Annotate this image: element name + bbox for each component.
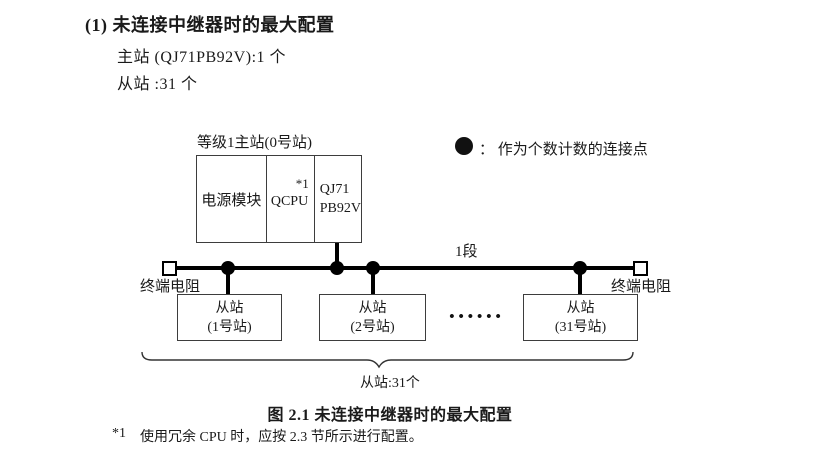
power-module-label: 电源模块 [201,192,262,209]
slave-box-2: 从站 (2号站) [319,294,426,341]
slave-count-line: 从站 :31 个 [117,76,198,93]
qcpu-cell: *1 QCPU [265,156,314,242]
slaves-brace [141,351,634,369]
pb92v-label-line1: QJ71 [319,182,350,197]
figure-caption: 图 2.1 未连接中继器时的最大配置 [267,407,513,424]
connection-dot-slave31 [573,261,587,275]
legend-label: ： 作为个数计数的连接点 [479,142,648,158]
power-module-cell: 电源模块 [197,156,266,242]
slave31-drop-line [578,268,582,295]
footnote-marker: *1 [112,426,126,441]
qcpu-label: QCPU [270,194,309,209]
slave1-drop-line [226,268,230,295]
pb92v-cell: QJ71 PB92V [313,156,361,242]
footnote: *1 使用冗余 CPU 时，应按 2.3 节所示进行配置。 [112,426,423,446]
master-drop-line [335,243,339,268]
bus-line [175,266,635,270]
slave2-name: 从站 [358,300,387,316]
slave1-name: 从站 [215,300,244,316]
connection-point-icon [455,137,473,155]
master-count-line: 主站 (QJ71PB92V):1 个 [117,49,287,66]
slave1-station: (1号站) [207,319,252,335]
terminating-resistor-right [633,261,648,276]
slave31-name: 从站 [566,300,595,316]
pb92v-label-line2: PB92V [319,201,361,216]
slave2-station: (2号站) [350,319,395,335]
footnote-text: 使用冗余 CPU 时，应按 2.3 节所示进行配置。 [140,430,423,445]
terminating-resistor-left [162,261,177,276]
slaves-ellipsis: •••••• [449,309,505,325]
master-station-box: 电源模块 *1 QCPU QJ71 PB92V [196,155,362,243]
connection-dot-master [330,261,344,275]
brace-label: 从站:31个 [360,376,420,391]
terminating-resistor-left-label: 终端电阻 [140,279,201,295]
section-title: (1) 未连接中继器时的最大配置 [85,15,335,35]
slave-box-1: 从站 (1号站) [177,294,282,341]
slave31-station: (31号站) [554,319,607,335]
connection-dot-slave1 [221,261,235,275]
slave-box-31: 从站 (31号站) [523,294,638,341]
slave2-drop-line [371,268,375,295]
qcpu-footnote-ref: *1 [295,176,309,191]
master-station-label: 等级1主站(0号站) [197,135,312,151]
connection-dot-slave2 [366,261,380,275]
segment-label: 1段 [455,244,478,260]
terminating-resistor-right-label: 终端电阻 [611,279,672,295]
